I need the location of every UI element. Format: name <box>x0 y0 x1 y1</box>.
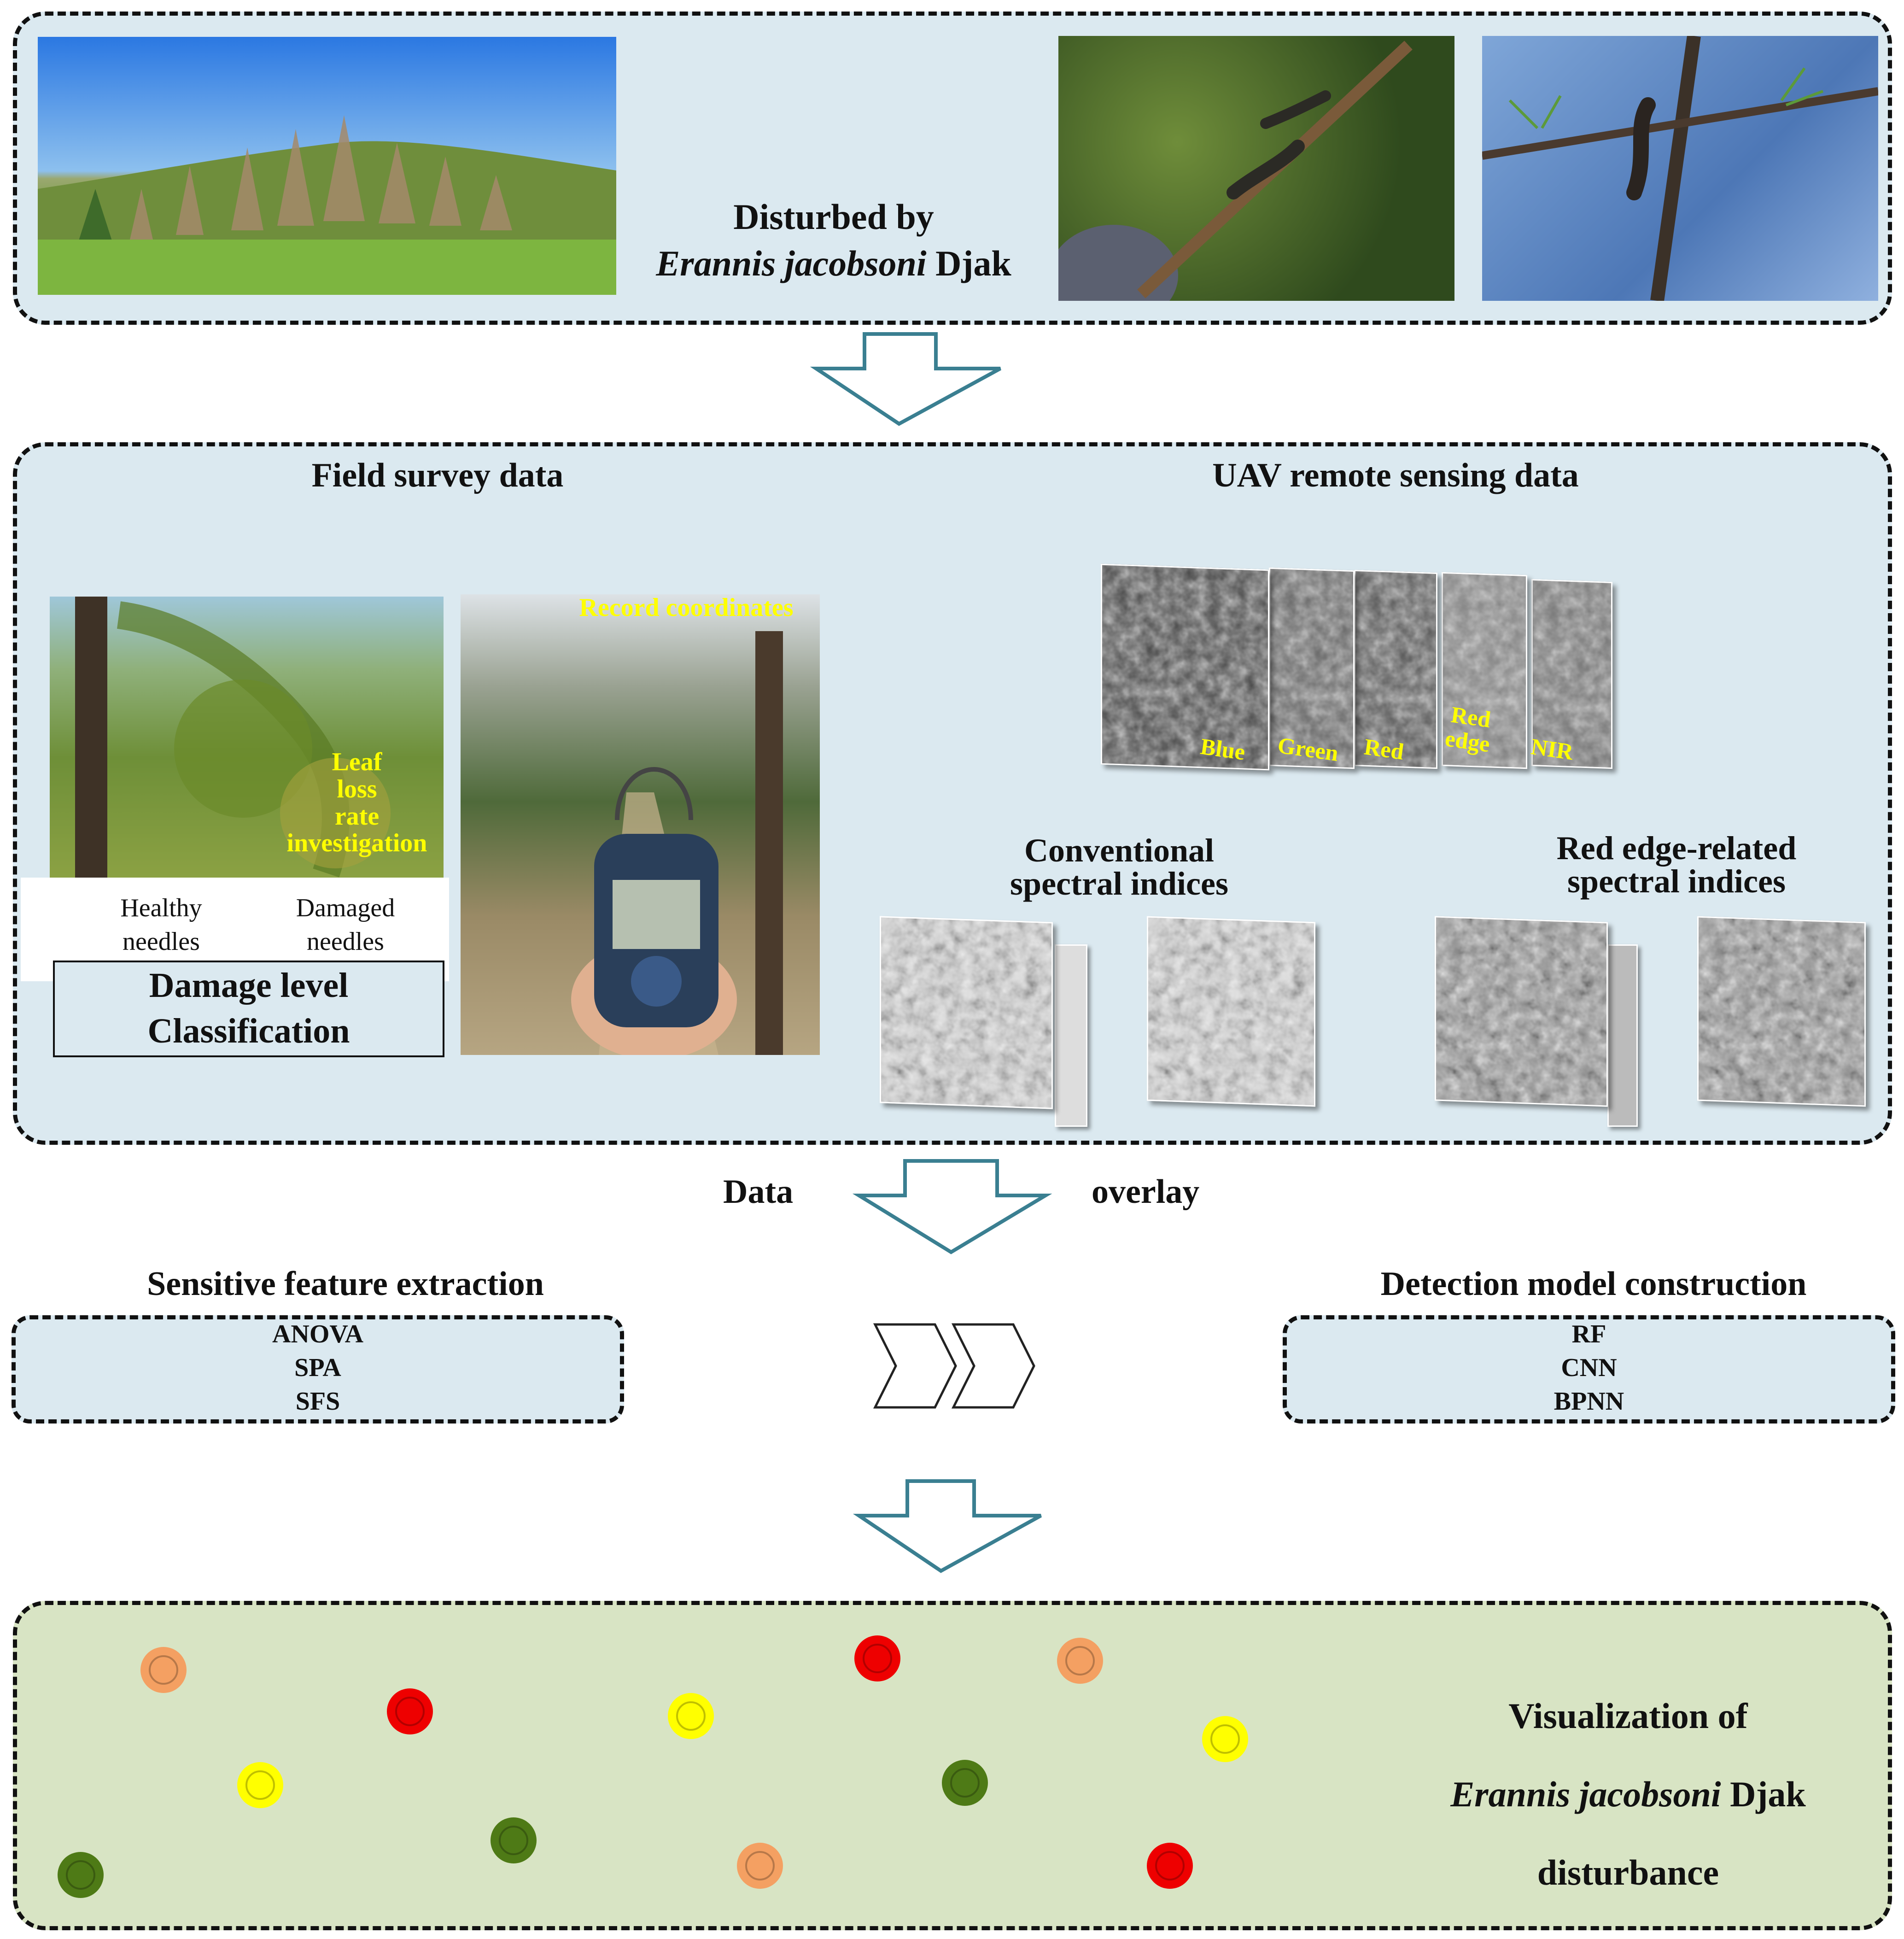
field-survey-title: Field survey data <box>311 457 564 494</box>
larch-forest-photo <box>38 37 616 295</box>
down-arrow-icon <box>852 1159 1052 1254</box>
model-list: RF CNN BPNN <box>1283 1318 1895 1418</box>
damage-level-box <box>53 961 444 1057</box>
model-item-cnn: CNN <box>1561 1353 1617 1382</box>
rededge-line2: spectral indices <box>1567 863 1786 900</box>
gps-device-icon <box>594 767 718 1027</box>
visualization-title: Visualization of Erannis jacobsoni Djak … <box>1382 1677 1875 1912</box>
leaf-loss-line3: rate <box>334 802 380 831</box>
larch-tree-photo <box>50 597 444 889</box>
model-item-rf: RF <box>1571 1320 1606 1348</box>
uav-title: UAV remote sensing data <box>1212 457 1579 494</box>
damaged-line2: needles <box>307 927 384 956</box>
feature-item-anova: ANOVA <box>272 1320 364 1348</box>
larva-photo-1 <box>1058 36 1454 301</box>
larva-photo-2 <box>1482 36 1878 301</box>
down-arrow-icon <box>810 332 1001 426</box>
down-arrow-icon <box>853 1479 1042 1573</box>
species-name: Erannis jacobsoni <box>656 243 927 284</box>
feature-extraction-box <box>12 1315 624 1423</box>
visualization-line1: Visualization of <box>1508 1696 1748 1736</box>
model-item-bpnn: BPNN <box>1554 1387 1624 1416</box>
leaf-loss-line1: Leaf <box>332 748 382 776</box>
record-coordinates-label: Record coordinates <box>579 593 794 622</box>
disturbed-line2: Erannis jacobsoni Djak <box>613 240 1055 287</box>
species-suffix: Djak <box>926 243 1011 284</box>
leaf-loss-line2: loss <box>337 774 377 803</box>
conventional-line2: spectral indices <box>1010 865 1228 902</box>
damaged-label: Damaged needles <box>272 891 419 959</box>
rededge-line1: Red edge-related <box>1556 830 1797 867</box>
visualization-suffix: Djak <box>1721 1774 1806 1815</box>
visualization-line2: Erannis jacobsoni Djak <box>1382 1755 1875 1834</box>
rededge-indices-label: Red edge-related spectral indices <box>1501 832 1851 898</box>
feature-item-sfs: SFS <box>295 1387 340 1416</box>
overlay-label: overlay <box>1092 1173 1200 1211</box>
visualization-species: Erannis jacobsoni <box>1450 1774 1721 1815</box>
damaged-line1: Damaged <box>296 894 395 922</box>
feature-extraction-title: Sensitive feature extraction <box>147 1265 544 1303</box>
visualization-line3: disturbance <box>1537 1852 1719 1893</box>
gps-survey-photo <box>461 594 820 1055</box>
model-construction-box <box>1283 1315 1895 1423</box>
damage-level-line2: Classification <box>147 1011 350 1050</box>
disturbed-title: Disturbed by Erannis jacobsoni Djak <box>613 193 1055 287</box>
data-label: Data <box>723 1173 794 1211</box>
damage-level-label: Damage level Classification <box>53 963 444 1054</box>
disturbed-line1: Disturbed by <box>733 197 934 237</box>
model-construction-title: Detection model construction <box>1380 1265 1807 1303</box>
tree-crown-icon <box>58 1635 1248 1898</box>
conventional-line1: Conventional <box>1024 832 1215 869</box>
double-chevron-icon <box>873 1323 1035 1409</box>
leaf-loss-label: Leaf loss rate investigation <box>276 749 438 857</box>
rededge-index-stack-back <box>1607 944 1638 1127</box>
feature-list: ANOVA SPA SFS <box>12 1318 624 1418</box>
conventional-index-stack-back <box>1055 944 1087 1127</box>
healthy-label: Healthy needles <box>92 891 230 959</box>
leaf-loss-line4: investigation <box>286 829 427 858</box>
healthy-line1: Healthy <box>120 894 202 922</box>
healthy-line2: needles <box>123 927 200 956</box>
damage-level-line1: Damage level <box>149 966 349 1005</box>
conventional-indices-label: Conventional spectral indices <box>944 834 1294 900</box>
tree-crown-texture <box>66 1644 1240 1890</box>
feature-item-spa: SPA <box>294 1353 341 1382</box>
